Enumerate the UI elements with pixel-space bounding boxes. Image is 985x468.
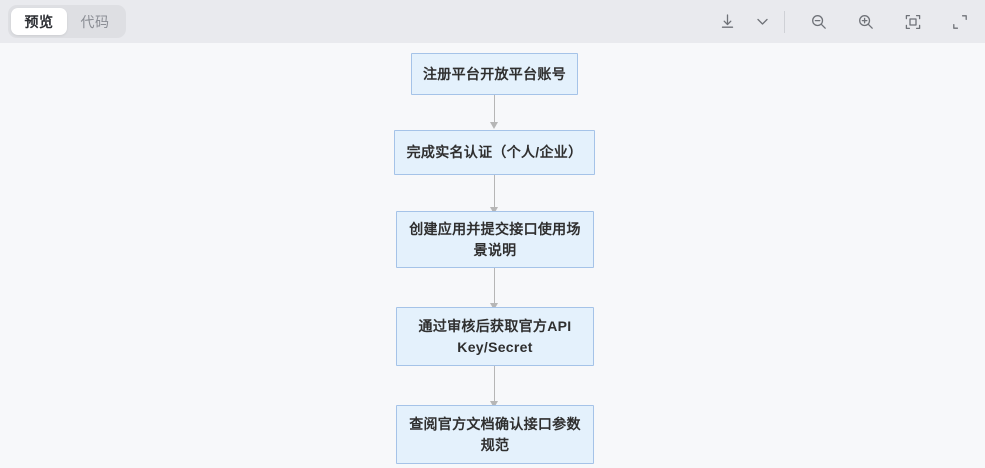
flow-node-5-label: 查阅官方文档确认接口参数规范: [409, 415, 581, 453]
zoom-in-icon[interactable]: [853, 9, 879, 35]
flow-node-2-label: 完成实名认证（个人/企业）: [406, 144, 583, 160]
diagram-canvas[interactable]: 注册平台开放平台账号 完成实名认证（个人/企业） 创建应用并提交接口使用场景说明…: [0, 43, 985, 468]
flow-node-4[interactable]: 通过审核后获取官方API Key/Secret: [396, 307, 594, 366]
flow-edge-3: [494, 268, 495, 306]
flow-node-4-label: 通过审核后获取官方API Key/Secret: [418, 317, 572, 355]
flow-edge-4-arrowhead: [490, 401, 498, 408]
view-mode-tabs: 预览 代码: [8, 5, 126, 38]
flow-node-5[interactable]: 查阅官方文档确认接口参数规范: [396, 405, 594, 464]
flow-edge-4: [494, 366, 495, 404]
fullscreen-expand-icon[interactable]: [947, 9, 973, 35]
canvas-toolbar: [714, 0, 973, 43]
toolbar-header: 预览 代码: [0, 0, 985, 43]
flow-edge-1-arrowhead: [490, 122, 498, 129]
chevron-down-icon[interactable]: [749, 9, 775, 35]
download-icon[interactable]: [714, 9, 740, 35]
tab-preview[interactable]: 预览: [11, 8, 67, 35]
zoom-out-icon[interactable]: [806, 9, 832, 35]
tab-preview-label: 预览: [24, 13, 54, 30]
flowchart: 注册平台开放平台账号 完成实名认证（个人/企业） 创建应用并提交接口使用场景说明…: [0, 43, 985, 468]
flow-edge-2-arrowhead: [490, 207, 498, 214]
flow-node-2[interactable]: 完成实名认证（个人/企业）: [394, 130, 595, 175]
tab-code[interactable]: 代码: [67, 8, 123, 35]
toolbar-divider: [784, 10, 785, 33]
flow-node-1[interactable]: 注册平台开放平台账号: [411, 53, 578, 95]
flow-node-3[interactable]: 创建应用并提交接口使用场景说明: [396, 211, 594, 268]
flow-edge-1: [494, 95, 495, 124]
tab-code-label: 代码: [80, 13, 110, 30]
flow-node-1-label: 注册平台开放平台账号: [423, 65, 566, 82]
flow-edge-2: [494, 175, 495, 209]
flow-node-3-label: 创建应用并提交接口使用场景说明: [409, 220, 581, 258]
flow-edge-3-arrowhead: [490, 303, 498, 310]
fit-to-screen-icon[interactable]: [900, 9, 926, 35]
